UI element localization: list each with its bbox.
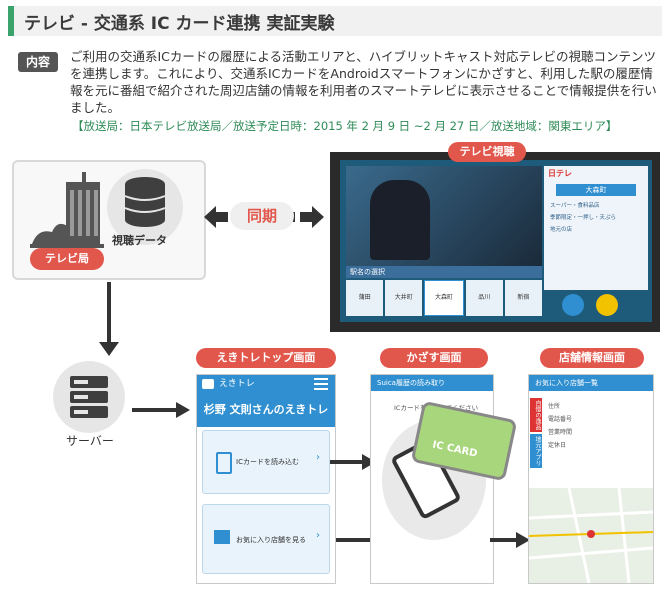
- description-text: ご利用の交通系ICカードの履歴による活動エリアと、ハイブリットキャスト対応テレビ…: [70, 49, 657, 115]
- content-badge: 内容: [18, 52, 58, 72]
- database-icon: [107, 169, 183, 245]
- tv-sidebar-item: 季節限定・一押し・天ぷら: [550, 215, 617, 221]
- page-title: テレビ - 交通系 IC カード連携 実証実験: [24, 14, 335, 34]
- kazasu-badge: かざす画面: [380, 348, 488, 368]
- chevron-right-icon: ›: [316, 452, 320, 463]
- shop-header: お気に入り店舗一覧: [529, 375, 653, 391]
- shop-tag: 自慢の逸品: [530, 398, 542, 432]
- sync-label: 同期: [230, 202, 294, 230]
- shop-tag: 地元アプリ: [530, 434, 542, 468]
- shop-field: 住所: [548, 403, 561, 410]
- building-icon: [30, 172, 104, 248]
- read-ic-card-button[interactable]: [202, 430, 330, 494]
- tv-tab[interactable]: 大井町: [385, 280, 423, 316]
- connector-line: [336, 538, 370, 542]
- tv-sidebar-item: スーパー・食料品店: [550, 203, 600, 209]
- tv-logo: 日テレ: [548, 169, 572, 178]
- right-arrow: [132, 402, 190, 418]
- ekitore-header: えきトレ: [197, 375, 335, 393]
- server-label: サーバー: [66, 434, 114, 448]
- shop-info-list: 住所 電話番号 営業時間 定休日: [548, 400, 648, 452]
- tv-sidebar-list: スーパー・食料品店 季節限定・一押し・天ぷら 地元の店: [550, 200, 642, 236]
- phone-icon: [216, 452, 232, 474]
- shop-info-badge: 店舗情報画面: [540, 348, 644, 368]
- shop-map[interactable]: [528, 487, 654, 584]
- tv-tab[interactable]: 品川: [465, 280, 503, 316]
- tv-station-tabs: 蒲田 大井町 大森町 品川 新宿: [346, 280, 543, 316]
- tv-remote-button-blue[interactable]: [562, 294, 584, 316]
- map-roads: [528, 487, 654, 584]
- right-arrow: [490, 532, 530, 548]
- tv-tab-selected[interactable]: 大森町: [424, 280, 464, 316]
- tv-list-header: 駅名の選択: [346, 266, 542, 278]
- tv-tab[interactable]: 新宿: [504, 280, 543, 316]
- down-arrow-line: [107, 282, 111, 344]
- tv-tab[interactable]: 蒲田: [346, 280, 384, 316]
- shop-field: 営業時間: [548, 429, 573, 436]
- ekitore-badge: えきトレトップ画面: [196, 348, 336, 368]
- read-ic-card-label: ICカードを読み込む: [236, 458, 299, 466]
- tv-sidebar-item: 地元の店: [550, 227, 573, 233]
- tv-remote-button-yellow[interactable]: [596, 294, 618, 316]
- tv-viewing-badge: テレビ視聴: [448, 142, 526, 162]
- menu-icon[interactable]: [314, 378, 328, 390]
- kazasu-header: Suica履歴の読み取り: [371, 375, 493, 391]
- train-icon: [202, 379, 214, 389]
- down-arrow-head: [99, 342, 119, 356]
- shop-field: 定休日: [548, 442, 567, 449]
- tv-person-silhouette: [370, 180, 430, 260]
- title-bar: [8, 6, 662, 36]
- favorite-shops-label: お気に入り店舗を見る: [236, 536, 306, 544]
- tv-station-badge: テレビ局: [30, 248, 104, 270]
- broadcast-info: 【放送局：日本テレビ放送局／放送予定日時：2015 年 2 月 9 日 ~2 月…: [72, 119, 618, 133]
- shop-field: 電話番号: [548, 416, 573, 423]
- tv-sidebar-station: 大森町: [556, 184, 636, 196]
- server-icon: [53, 361, 125, 433]
- chevron-right-icon: ›: [316, 530, 320, 541]
- viewing-data-label: 視聴データ: [112, 234, 167, 247]
- shop-icon: [214, 530, 230, 544]
- ekitore-user-title: 杉野 文則さんのえきトレ: [197, 393, 335, 427]
- right-arrow: [330, 454, 376, 470]
